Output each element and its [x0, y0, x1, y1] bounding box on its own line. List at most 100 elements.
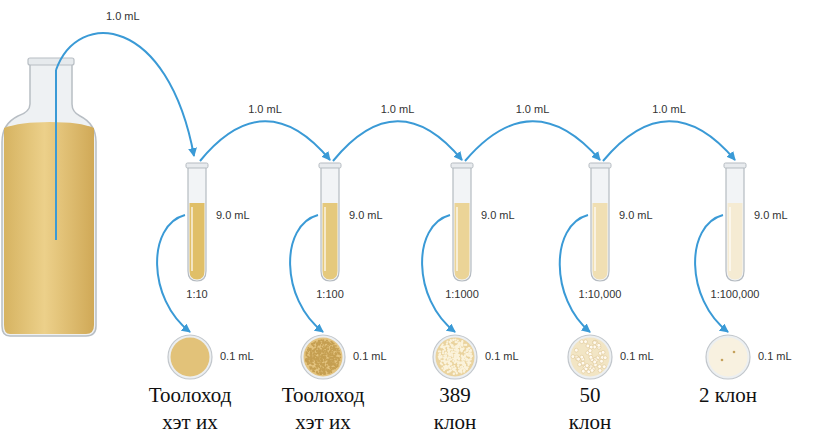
colony-dot: [323, 369, 325, 371]
agar-plate: 0.1 mL2 клон: [705, 334, 751, 380]
colony-dot: [332, 357, 334, 359]
colony-dot: [581, 369, 585, 373]
colony-dot: [463, 361, 465, 363]
colony-dot: [333, 346, 335, 348]
colony-dot: [463, 370, 465, 372]
colony-dot: [577, 357, 581, 361]
colony-dot: [319, 344, 321, 346]
colony-dot: [333, 349, 335, 351]
colony-dot: [336, 359, 338, 361]
colony-dot: [328, 355, 330, 357]
colony-dot: [332, 351, 334, 353]
colony-dot: [325, 347, 327, 349]
colony-dot: [327, 362, 329, 364]
colony-dot: [310, 354, 312, 356]
plate-rim: [433, 335, 477, 379]
colony-dot: [328, 342, 330, 344]
colony-dot: [332, 360, 334, 362]
colony-dot: [327, 346, 329, 348]
colony-dot: [318, 344, 320, 346]
colony-dot: [461, 341, 463, 343]
colony-dot: [461, 367, 463, 369]
colony-dot: [324, 350, 326, 352]
colony-dot: [324, 341, 326, 343]
colony-dot: [443, 365, 445, 367]
tube-drawing: [589, 163, 611, 283]
colony-dot: [330, 362, 332, 364]
colony-dot: [337, 348, 339, 350]
colony-dot: [455, 349, 457, 351]
colony-dot: [332, 367, 334, 369]
colony-dot: [307, 352, 309, 354]
colony-dot: [317, 349, 319, 351]
colony-dot: [313, 353, 315, 355]
colony-dot: [594, 340, 598, 344]
colony-dot: [459, 342, 461, 344]
colony-dot: [326, 366, 328, 368]
colony-dot: [439, 358, 441, 360]
dilution-tube: 9.0 mL1:10: [186, 163, 208, 283]
agar-plate: 0.1 mLТоолоход хэт их: [300, 334, 346, 380]
colony-dot: [323, 365, 325, 367]
colony-dot: [308, 358, 310, 360]
colony-dot: [444, 362, 446, 364]
colony-dot: [320, 360, 322, 362]
colony-dot: [444, 352, 446, 354]
colony-dot: [336, 350, 338, 352]
transfer-arrow: [56, 33, 194, 156]
colony-dot: [601, 350, 605, 354]
colony-dot: [317, 373, 319, 375]
plate-drawing: [705, 334, 751, 380]
colony-dot: [580, 340, 584, 344]
colony-dot: [312, 368, 314, 370]
dilution-tube: 9.0 mL1:100,000: [724, 163, 746, 283]
colony-dot: [318, 348, 320, 350]
colony-dot: [468, 347, 470, 349]
colony-dot: [322, 342, 324, 344]
colony-dot: [318, 365, 320, 367]
colony-dot: [330, 346, 332, 348]
colony-dot: [445, 356, 447, 358]
colony-dot: [589, 345, 593, 349]
colony-dot: [324, 357, 326, 359]
colony-dot: [312, 357, 314, 359]
colony-dot: [450, 339, 452, 341]
colony-dot: [327, 372, 329, 374]
colony-dot: [307, 356, 309, 358]
colony-dot: [464, 364, 466, 366]
colony-dot: [443, 347, 445, 349]
colony-dot: [447, 350, 449, 352]
colony-dot: [458, 342, 460, 344]
colony-dot: [455, 341, 457, 343]
colony-dot: [449, 370, 451, 372]
colony-dot: [320, 352, 322, 354]
colony-dot: [468, 364, 470, 366]
colony-dot: [319, 369, 321, 371]
colony-dot: [457, 361, 459, 363]
tube-drawing: [724, 163, 746, 283]
tube-glass: [453, 167, 471, 281]
colony-dot: [317, 361, 319, 363]
colony-dot: [466, 353, 468, 355]
bottle-glass: [2, 62, 96, 336]
colony-dot: [331, 354, 333, 356]
colony-dot: [315, 361, 317, 363]
colony-dot: [438, 356, 440, 358]
colony-dot: [453, 373, 455, 375]
colony-dot: [460, 348, 462, 350]
colony-dot: [468, 361, 470, 363]
colony-dot: [333, 368, 335, 370]
colony-dot: [322, 371, 324, 373]
colony-dot: [333, 361, 335, 363]
colony-dot: [323, 348, 325, 350]
colony-dot: [327, 353, 329, 355]
colony-dot: [324, 360, 326, 362]
colony-dot: [593, 341, 597, 345]
colony-dot: [450, 340, 452, 342]
colony-count-caption: 2 клон: [696, 382, 760, 409]
colony-dot: [324, 358, 326, 360]
colony-dot: [464, 356, 466, 358]
colony-dot: [455, 347, 457, 349]
colony-dot: [457, 363, 459, 365]
colony-dot: [307, 358, 309, 360]
